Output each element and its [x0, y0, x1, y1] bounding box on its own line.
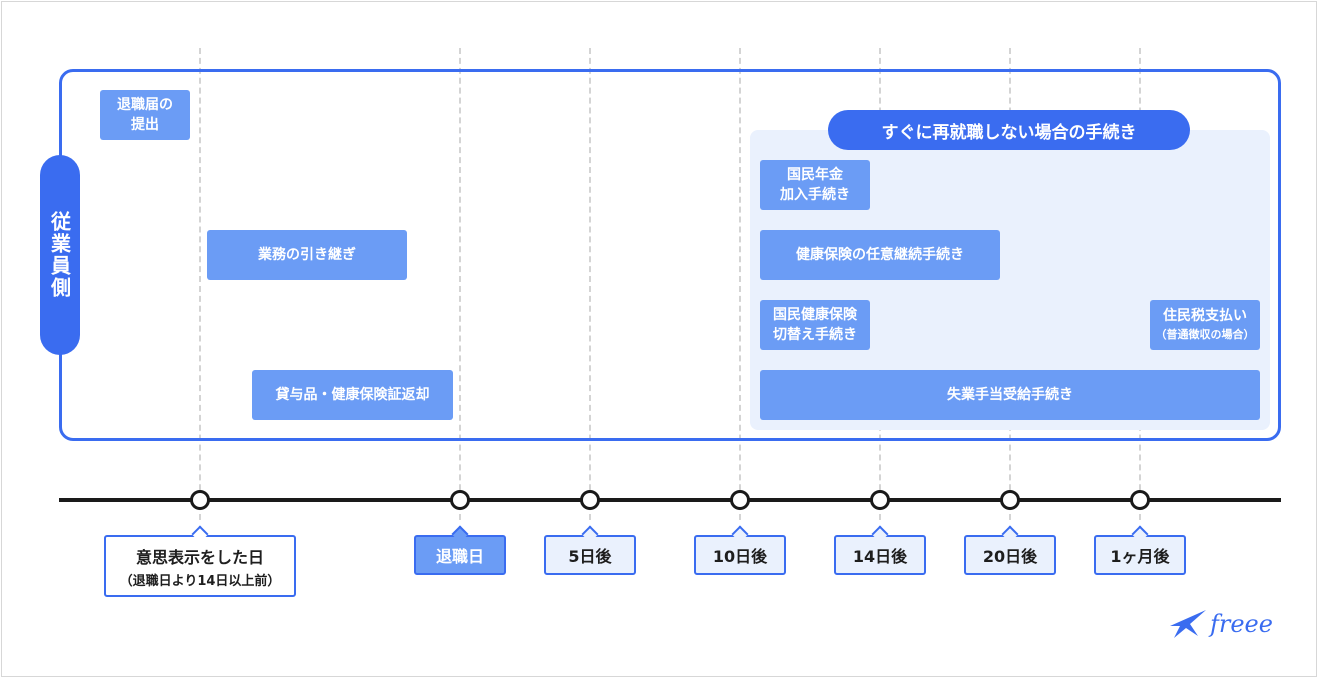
task-resignation-letter-line2: 提出	[131, 117, 159, 133]
milestone-intent-label: 意思表示をした日	[135, 547, 264, 567]
milestone-intent: 意思表示をした日 （退職日より14日以上前）	[104, 525, 296, 597]
task-resident-tax-line2: （普通徴収の場合）	[1155, 328, 1255, 341]
guide-line-retire	[459, 48, 461, 520]
task-pension-line2: 加入手続き	[780, 187, 850, 203]
timeline-node-d10	[730, 490, 750, 510]
timeline-node-d5	[580, 490, 600, 510]
task-national-health-line1: 国民健康保険	[773, 307, 857, 323]
milestone-d20-label: 20日後	[982, 547, 1038, 566]
task-return-items-label: 貸与品・健康保険証返却	[275, 387, 430, 403]
guide-line-d5	[589, 48, 591, 520]
timeline-node-d14	[870, 490, 890, 510]
task-resident-tax: 住民税支払い （普通徴収の場合）	[1150, 300, 1260, 350]
task-handover: 業務の引き継ぎ	[207, 230, 407, 280]
task-pension: 国民年金 加入手続き	[760, 160, 870, 210]
employee-label: 従業員側	[40, 155, 80, 355]
task-national-health-line2: 切替え手続き	[773, 327, 857, 343]
guide-line-d10	[739, 48, 741, 520]
task-unemployment-benefit: 失業手当受給手続き	[760, 370, 1260, 420]
timeline-axis	[59, 498, 1281, 502]
task-pension-line1: 国民年金	[787, 167, 843, 183]
timeline-node-intent	[190, 490, 210, 510]
task-handover-label: 業務の引き継ぎ	[258, 247, 356, 263]
timeline-node-d20	[1000, 490, 1020, 510]
freee-logo: freee	[1168, 604, 1290, 644]
milestone-d5: 5日後	[544, 525, 636, 575]
milestone-intent-sub: （退職日より14日以上前）	[119, 573, 281, 589]
task-resignation-letter-line1: 退職届の	[117, 97, 173, 113]
freee-logo-text: freee	[1210, 610, 1273, 638]
task-unemployment-benefit-label: 失業手当受給手続き	[947, 387, 1073, 403]
milestone-retire-label: 退職日	[435, 547, 484, 566]
milestone-d10-label: 10日後	[712, 547, 768, 566]
milestone-d20: 20日後	[964, 525, 1056, 575]
milestone-d10: 10日後	[694, 525, 786, 575]
task-return-items: 貸与品・健康保険証返却	[252, 370, 453, 420]
task-resident-tax-line1: 住民税支払い	[1163, 308, 1247, 324]
task-national-health: 国民健康保険 切替え手続き	[760, 300, 870, 350]
timeline-node-retire	[450, 490, 470, 510]
guide-line-intent	[199, 48, 201, 520]
employee-label-text: 従業員側	[47, 211, 72, 299]
milestone-d14: 14日後	[834, 525, 926, 575]
milestone-retire: 退職日	[414, 525, 506, 575]
freee-bird-icon	[1170, 610, 1206, 638]
milestone-m1-label: 1ヶ月後	[1110, 547, 1170, 566]
milestone-m1: 1ヶ月後	[1094, 525, 1186, 575]
timeline-node-m1	[1130, 490, 1150, 510]
milestone-d14-label: 14日後	[852, 547, 908, 566]
milestone-d5-label: 5日後	[568, 547, 612, 566]
task-health-continuation-label: 健康保険の任意継続手続き	[796, 247, 964, 263]
task-resignation-letter: 退職届の 提出	[100, 90, 190, 140]
unemployment-section-title: すぐに再就職しない場合の手続き	[828, 110, 1190, 150]
task-health-continuation: 健康保険の任意継続手続き	[760, 230, 1000, 280]
